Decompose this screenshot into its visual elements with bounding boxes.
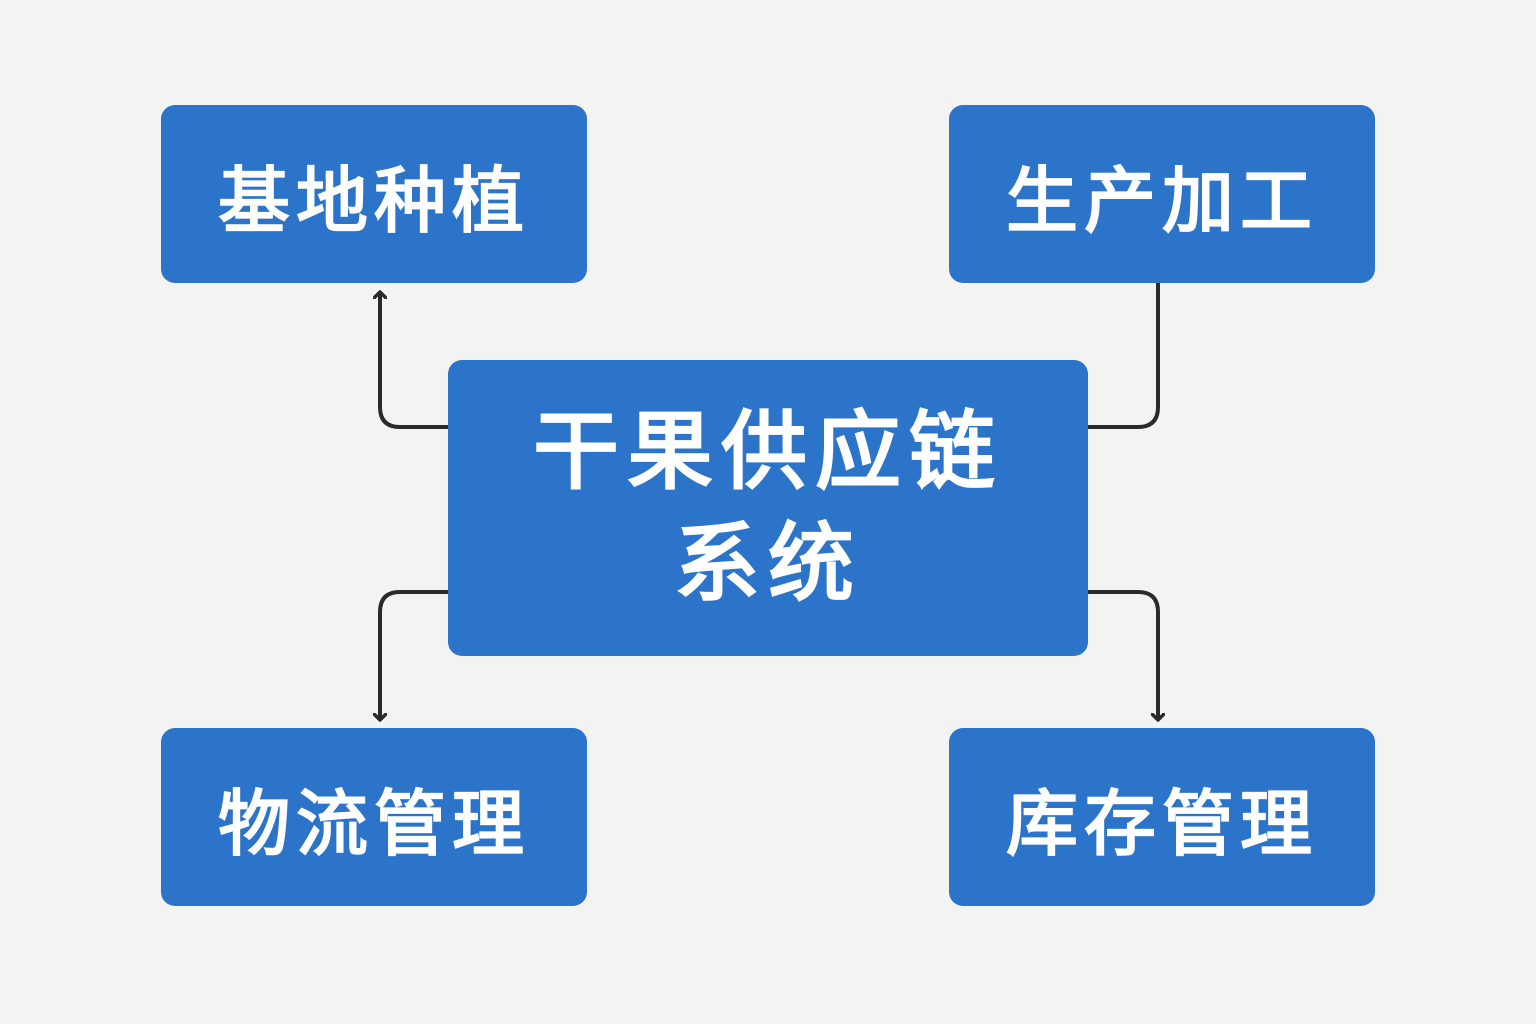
node-label: 生产加工 — [1005, 158, 1318, 243]
node-label: 库存管理 — [1005, 781, 1318, 866]
connector-from-processing — [1088, 283, 1160, 429]
connector-to-logistics — [380, 590, 448, 720]
node-inventory-management: 库存管理 — [949, 728, 1375, 906]
node-production-processing: 生产加工 — [949, 105, 1375, 283]
node-label: 基地种植 — [217, 158, 530, 243]
node-base-planting: 基地种植 — [161, 105, 587, 283]
connector-to-inventory — [1088, 590, 1158, 720]
center-title-line1: 干果供应链 — [533, 402, 1003, 502]
connector-to-planting — [380, 292, 448, 429]
center-title-line2: 系统 — [674, 514, 862, 614]
node-central-system: 干果供应链 系统 — [448, 360, 1088, 656]
node-label: 物流管理 — [217, 781, 530, 866]
node-logistics-management: 物流管理 — [161, 728, 587, 906]
